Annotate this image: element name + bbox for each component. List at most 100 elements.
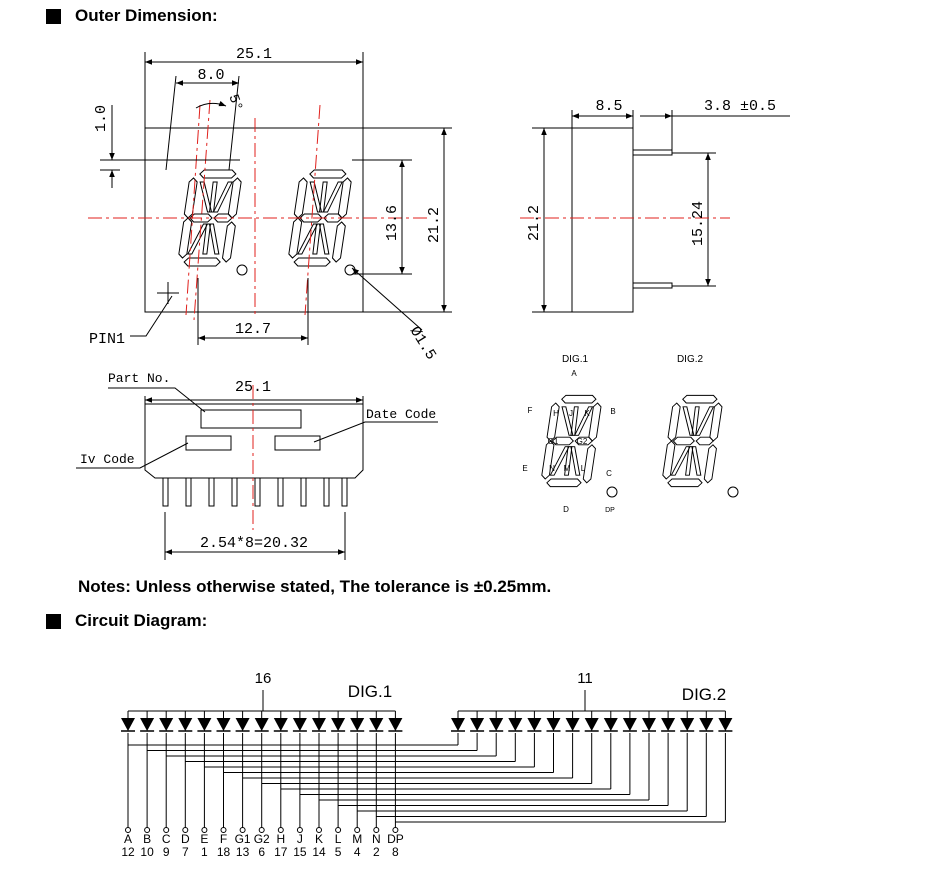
segment-name-label: L — [335, 832, 342, 846]
dim-slant-label: 5° — [224, 92, 245, 113]
segment-name-label: A — [124, 832, 132, 846]
seg-g2-label: G2 — [577, 437, 588, 446]
iv-code-label: Iv Code — [80, 452, 135, 467]
segment-name-label: C — [162, 832, 171, 846]
segment-name-label: B — [143, 832, 151, 846]
dim-side-height-label: 21.2 — [526, 205, 543, 241]
pin-terminal — [125, 827, 131, 833]
diode-icon — [158, 717, 174, 732]
front-view-labels: 25.1 8.0 5° 1.0 13.6 21.2 12.7 PIN1 Ø1.5 — [89, 46, 443, 363]
circuit-dig2-label: DIG.2 — [682, 685, 726, 704]
pin-terminal — [258, 827, 265, 833]
diode-icon — [583, 717, 600, 732]
circuit-diagram: 16 DIG.1 11 DIG.2 A12B10C9D7E1F18G113G26… — [120, 670, 734, 859]
pin-number-label: 15 — [293, 845, 307, 859]
diode-icon — [120, 717, 136, 732]
circuit-diagram-header: Circuit Diagram: — [46, 611, 207, 631]
seg-m-label: M — [564, 464, 571, 473]
pin-terminal — [277, 827, 284, 833]
dim-row-spacing-label: 15.24 — [690, 201, 707, 246]
bottom-view — [76, 385, 438, 560]
pin-terminal — [373, 827, 380, 833]
diode-icon — [273, 717, 289, 732]
segment-map: DIG.1 DIG.2 A B C D E F H J K G1 G2 N M … — [522, 354, 739, 514]
pin-number-label: 8 — [392, 845, 399, 859]
dim-height-label: 21.2 — [426, 207, 443, 243]
outer-dimension-title: Outer Dimension: — [75, 6, 218, 25]
dim-digit-height-label: 13.6 — [384, 205, 401, 241]
diode-icon — [488, 717, 504, 732]
segment-name-label: F — [220, 832, 227, 846]
pin-number-label: 7 — [182, 845, 189, 859]
diode-icon — [292, 717, 308, 732]
diode-icon — [564, 717, 581, 732]
part-no-label: Part No. — [108, 371, 170, 386]
segment-map-dig1-label: DIG.1 — [562, 354, 589, 365]
diode-icon — [311, 717, 327, 732]
pin-number-label: 1 — [201, 845, 208, 859]
pin-terminal — [201, 827, 208, 833]
seg-a-label: A — [571, 369, 577, 378]
pin-terminal — [163, 827, 170, 833]
dim-dp-diameter-label: Ø1.5 — [406, 324, 440, 364]
dim-pitch-label: 8.0 — [197, 67, 224, 84]
pin-number-label: 13 — [236, 845, 250, 859]
seg-b-label: B — [610, 407, 615, 416]
diode-icon — [641, 717, 657, 732]
seg-dp-label: DP — [605, 507, 615, 514]
pin1-label: PIN1 — [89, 331, 125, 348]
seg-n-label: N — [549, 464, 555, 473]
diode-icon — [234, 717, 251, 732]
pin-number-label: 14 — [312, 845, 326, 859]
segment-name-label: D — [181, 832, 190, 846]
seg-e-label: E — [522, 464, 527, 473]
diode-icon — [253, 717, 270, 732]
circuit-diagram-title: Circuit Diagram: — [75, 611, 208, 630]
seg-c-label: C — [606, 469, 612, 478]
seg-k-label: K — [584, 409, 590, 418]
circuit-diodes — [120, 717, 734, 732]
diode-icon — [717, 717, 734, 732]
diode-icon — [507, 717, 524, 732]
diode-icon — [387, 717, 404, 732]
diode-icon — [603, 717, 619, 732]
dim-width-label: 25.1 — [236, 46, 272, 63]
centerlines — [88, 99, 430, 321]
segment-name-label: E — [200, 832, 208, 846]
pin-terminal — [392, 827, 399, 833]
pin-number-label: 10 — [140, 845, 154, 859]
pin-terminal — [354, 827, 361, 833]
pin-number-label: 5 — [335, 845, 342, 859]
dig1-common-pin-label: 16 — [255, 670, 272, 687]
pin-terminal — [296, 827, 303, 833]
segment-map-digit-2 — [661, 394, 724, 488]
segment-name-label: J — [297, 832, 303, 846]
side-view-labels: 8.5 3.8 ±0.5 21.2 15.24 — [526, 98, 776, 246]
seg-f-label: F — [528, 406, 533, 415]
segment-name-label: K — [315, 832, 323, 846]
diode-icon — [469, 717, 485, 732]
pin-number-label: 18 — [217, 845, 231, 859]
circuit-dig1-label: DIG.1 — [348, 682, 392, 701]
pin-number-label: 17 — [274, 845, 288, 859]
dim-digit-spacing-label: 12.7 — [235, 321, 271, 338]
pin-number-label: 4 — [354, 845, 361, 859]
diode-icon — [450, 717, 466, 732]
pin-terminal — [335, 827, 342, 833]
dim-bottom-width-label: 25.1 — [235, 379, 271, 396]
pin-terminal — [316, 827, 322, 833]
segment-name-label: N — [372, 832, 381, 846]
segment-map-dig2-label: DIG.2 — [677, 354, 704, 365]
dig2-common-pin-label: 11 — [577, 670, 593, 687]
pin-number-label: 6 — [258, 845, 265, 859]
diode-icon — [679, 717, 695, 732]
side-body-outline — [571, 127, 634, 313]
seg-d-label: D — [563, 505, 569, 514]
pin-number-label: 12 — [121, 845, 135, 859]
segment-name-label: DP — [387, 832, 404, 846]
dim-pin-length-label: 3.8 ±0.5 — [704, 98, 776, 115]
date-code-label: Date Code — [366, 407, 436, 422]
pin-terminal — [239, 827, 246, 833]
